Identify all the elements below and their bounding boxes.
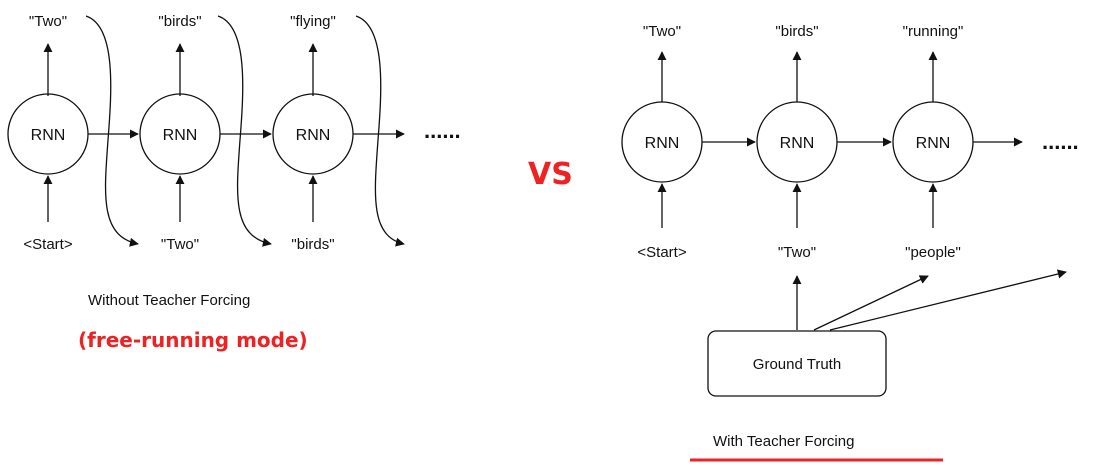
left-rnn-node-3: RNN xyxy=(272,93,354,175)
left-rnn-label-1: RNN xyxy=(31,127,66,144)
left-caption: Without Teacher Forcing xyxy=(88,292,250,309)
ground-truth-box: Ground Truth xyxy=(707,330,887,397)
left-output-3: "flying" xyxy=(290,13,336,30)
left-feedback-curve-2 xyxy=(217,15,272,247)
vs-label: VS xyxy=(528,157,573,192)
right-rnn-node-2: RNN xyxy=(756,101,838,183)
left-rnn-label-2: RNN xyxy=(163,127,198,144)
right-rnn-node-3: RNN xyxy=(892,101,974,183)
left-input-3: "birds" xyxy=(291,236,334,253)
left-input-1: <Start> xyxy=(23,236,72,253)
free-running-mode-label: (free-running mode) xyxy=(78,328,308,352)
ground-truth-arrow-3 xyxy=(829,269,1067,331)
left-feedback-curve-3 xyxy=(355,15,405,247)
left-rnn-label-3: RNN xyxy=(296,127,331,144)
right-input-3: "people" xyxy=(905,244,961,261)
right-output-3: "running" xyxy=(903,23,964,40)
right-input-1: <Start> xyxy=(637,244,686,261)
left-output-2: "birds" xyxy=(158,13,201,30)
left-rnn-node-2: RNN xyxy=(139,93,221,175)
right-output-2: "birds" xyxy=(775,23,818,40)
right-diagram: "Two" "birds" "running" RNN RNN RNN ....… xyxy=(621,23,1079,462)
right-rnn-node-1: RNN xyxy=(621,101,703,183)
right-rnn-label-1: RNN xyxy=(645,135,680,152)
right-input-2: "Two" xyxy=(778,244,816,261)
right-ellipsis: ...... xyxy=(1042,129,1079,154)
left-ellipsis: ...... xyxy=(424,118,461,143)
ground-truth-arrow-2 xyxy=(813,275,929,331)
right-rnn-label-3: RNN xyxy=(916,135,951,152)
left-feedback-curve-1 xyxy=(85,15,139,247)
right-caption: With Teacher Forcing xyxy=(713,433,854,450)
left-input-2: "Two" xyxy=(161,236,199,253)
left-output-1: "Two" xyxy=(29,13,67,30)
right-output-1: "Two" xyxy=(643,23,681,40)
ground-truth-label: Ground Truth xyxy=(753,356,841,373)
right-rnn-label-2: RNN xyxy=(780,135,815,152)
left-rnn-node-1: RNN xyxy=(7,93,89,175)
left-diagram: "Two" "birds" "flying" RNN RNN RNN .....… xyxy=(7,13,461,352)
